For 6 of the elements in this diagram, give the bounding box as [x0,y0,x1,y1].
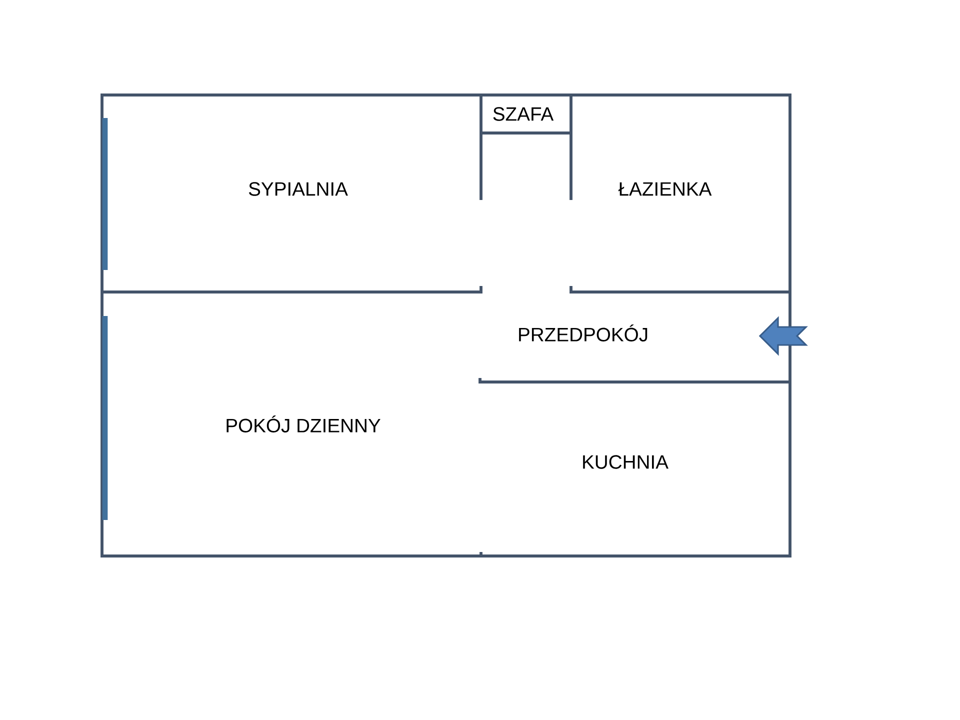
room-label: SZAFA [493,107,554,121]
room-label: PRZEDPOKÓJ [519,324,648,342]
room-label: SYPIALNIA [248,182,348,196]
room-label: ŁAZIENKA [618,182,712,196]
room-label: KUCHNIA [583,455,668,469]
room-label: POKÓJ DZIENNY [226,416,380,432]
